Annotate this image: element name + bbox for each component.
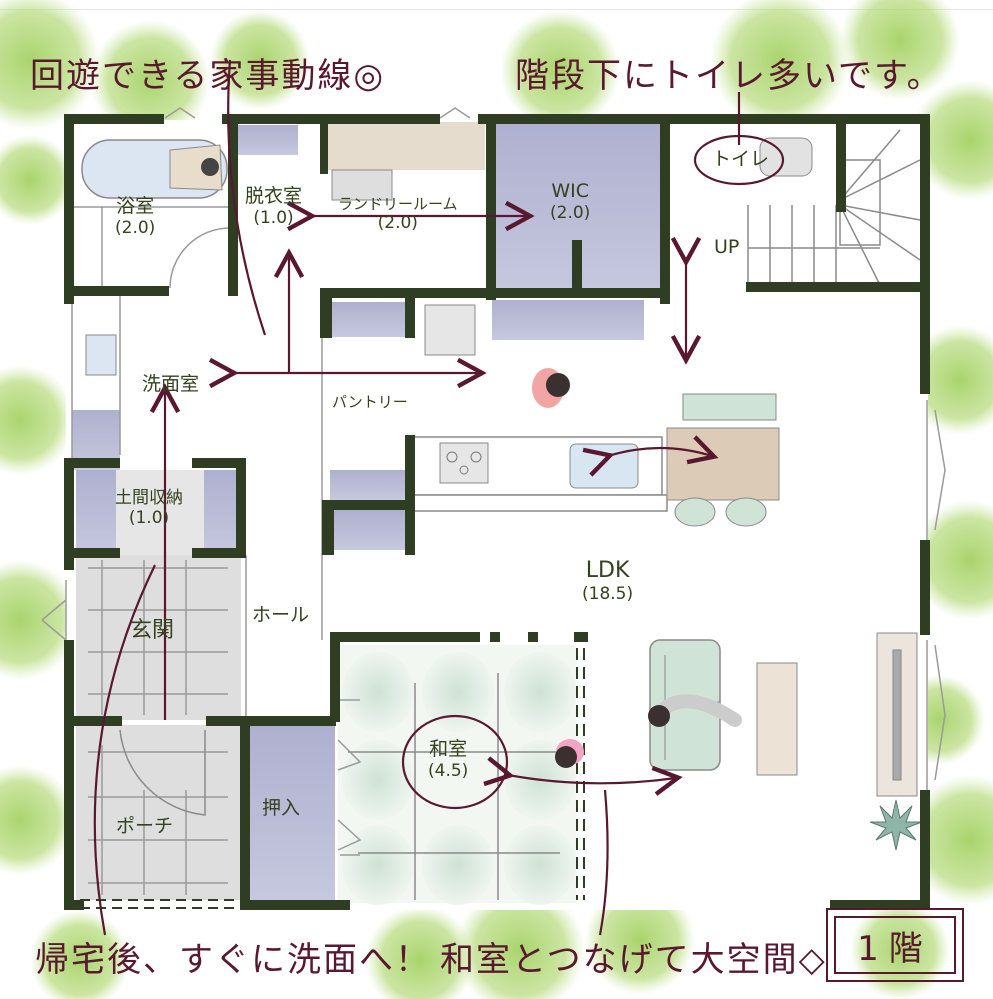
windows-and-doors xyxy=(41,107,946,856)
washbasin xyxy=(85,334,117,376)
pantry-shelf-bottom xyxy=(330,470,408,500)
entrance-tile xyxy=(76,555,241,720)
room-name: UP xyxy=(714,236,740,258)
room-name: 洗面室 xyxy=(142,373,200,395)
bath-floor-lines xyxy=(70,206,235,289)
kitchen-fixtures xyxy=(411,304,668,512)
room-name: 土間収納 xyxy=(115,488,183,508)
room-ldk: LDK (18.5) xyxy=(582,558,633,605)
bathtub xyxy=(81,139,228,199)
room-area: (2.0) xyxy=(377,213,418,233)
floor-badge: 1階 xyxy=(826,908,964,982)
room-area: (4.5) xyxy=(428,760,469,781)
room-name: 脱衣室 xyxy=(245,185,303,207)
washing-machine xyxy=(331,169,393,201)
person-kitchen-icon xyxy=(532,368,570,408)
stairs-up-label: UP xyxy=(714,236,739,259)
room-oshiire: 押入 xyxy=(262,797,300,820)
room-name: トイレ xyxy=(712,148,770,170)
room-name: LDK xyxy=(585,558,630,583)
room-area: (18.5) xyxy=(582,584,634,605)
room-entrance: 玄関 xyxy=(130,618,174,644)
caption-bottom-left: 帰宅後、すぐに洗面へ！ xyxy=(35,940,431,980)
laundry-counter xyxy=(325,122,485,170)
room-name: ポーチ xyxy=(116,815,174,837)
room-name: ホール xyxy=(252,604,310,626)
pantry-cabinet xyxy=(330,510,408,550)
room-name: パントリー xyxy=(332,393,408,411)
coffee-table xyxy=(756,662,798,776)
room-washroom: 洗面室 xyxy=(142,373,199,396)
caption-top-right: 階段下にトイレ多いです。 xyxy=(515,56,943,96)
walls xyxy=(64,114,930,910)
room-area: (1.0) xyxy=(253,207,294,228)
room-wic: WIC (2.0) xyxy=(550,180,590,223)
room-name: 玄関 xyxy=(130,618,175,643)
room-area: (2.0) xyxy=(550,202,591,223)
room-hall: ホール xyxy=(252,604,309,627)
tv-board xyxy=(876,632,918,797)
dressing-shelf xyxy=(238,125,298,155)
plant-icon xyxy=(869,799,923,851)
flow-arrows xyxy=(93,59,785,936)
room-porch: ポーチ xyxy=(116,815,173,838)
room-name: 押入 xyxy=(262,797,301,819)
staircase xyxy=(747,129,921,287)
dining-set xyxy=(666,393,780,527)
room-toilet: トイレ xyxy=(712,148,769,171)
floor-badge-label: 1階 xyxy=(834,916,956,974)
room-washitsu: 和室 (4.5) xyxy=(428,738,468,781)
room-doma-storage: 土間収納 (1.0) xyxy=(115,488,183,529)
room-name: 和室 xyxy=(429,738,468,760)
room-dressing: 脱衣室 (1.0) xyxy=(245,185,302,228)
porch-tile xyxy=(76,725,241,909)
pantry-shelf-top xyxy=(330,302,410,337)
top-divider xyxy=(0,9,993,10)
oshiire-fill xyxy=(250,725,335,900)
caption-top-left: 回遊できる家事動線◎ xyxy=(30,56,385,96)
room-name: ランドリールーム xyxy=(338,195,458,213)
room-name: 浴室 xyxy=(116,195,155,217)
doma-storage-fill xyxy=(76,470,240,555)
caption-bottom-right: 和室とつなげて大空間◇ xyxy=(440,940,827,980)
kitchen-back-cabinet xyxy=(492,300,644,340)
room-name: WIC xyxy=(551,180,589,202)
room-bath: 浴室 (2.0) xyxy=(115,195,155,238)
room-area: (1.0) xyxy=(128,508,170,529)
person-sofa-icon xyxy=(648,694,742,727)
room-pantry: パントリー xyxy=(332,393,408,411)
toilet-bowl xyxy=(759,137,813,177)
room-area: (2.0) xyxy=(115,217,156,238)
room-laundry: ランドリールーム (2.0) xyxy=(338,195,458,233)
